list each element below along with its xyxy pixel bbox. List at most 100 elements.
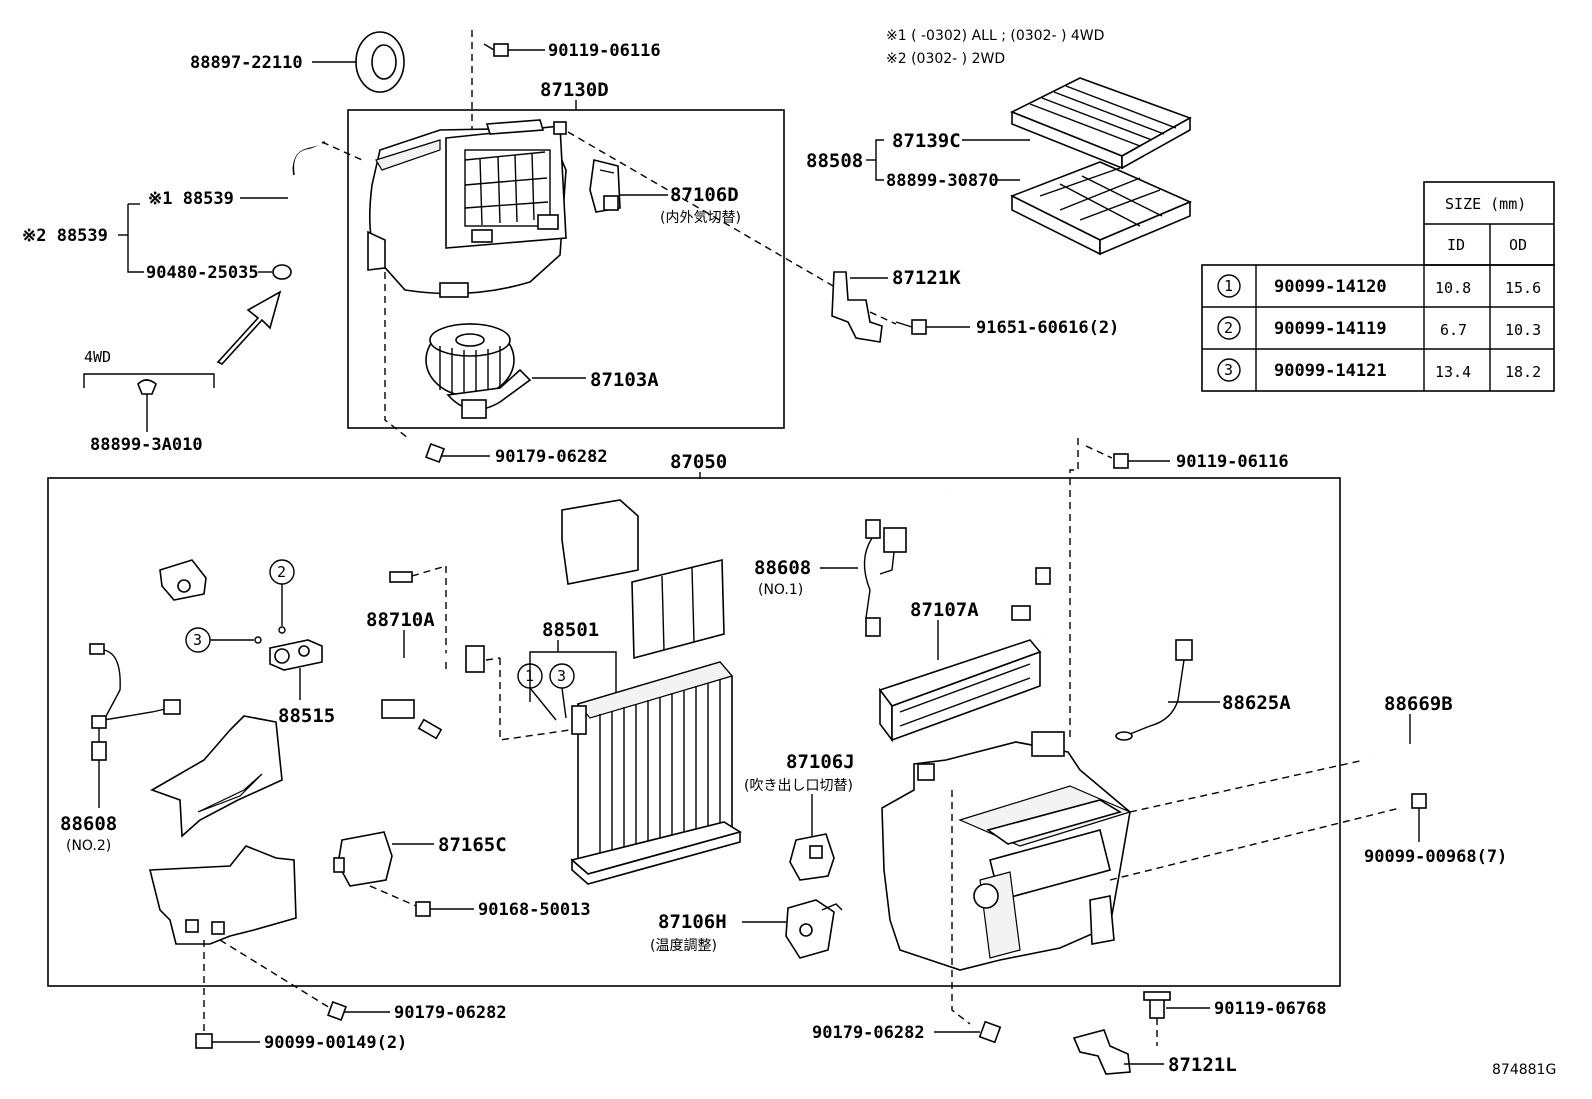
label-90119-06768: 90119-06768 bbox=[1214, 999, 1327, 1019]
expansion-valve-part bbox=[159, 559, 207, 601]
label-90179-06282-bottom-right: 90179-06282 bbox=[812, 1023, 925, 1043]
size-table-col-id: ID bbox=[1447, 236, 1465, 254]
expansion-valve-block bbox=[269, 639, 323, 671]
blower-resistor bbox=[333, 831, 393, 887]
label-88608-no2: 88608 bbox=[60, 813, 117, 835]
label-88608-no1: 88608 bbox=[754, 557, 811, 579]
clamp-icon bbox=[1411, 793, 1427, 809]
clip-icon bbox=[137, 379, 157, 395]
bracket-87121L bbox=[1072, 1029, 1131, 1075]
screw-icon bbox=[895, 319, 927, 335]
label-90179-06282-bottom-left: 90179-06282 bbox=[394, 1003, 507, 1023]
label-88899-30870: 88899-30870 bbox=[886, 171, 999, 191]
blower-motor bbox=[425, 323, 532, 419]
screw-icon bbox=[389, 571, 413, 583]
label-88669B: 88669B bbox=[1384, 693, 1453, 715]
duct-bracket-part bbox=[148, 845, 297, 945]
air-duct-part bbox=[150, 715, 283, 838]
servo-motor-icon bbox=[785, 899, 843, 959]
note-1: ※1 ( -0302) ALL ; (0302- ) 4WD bbox=[886, 28, 1104, 44]
callout-1: 1 bbox=[525, 667, 534, 685]
clamp-icon bbox=[272, 264, 292, 280]
label-88515: 88515 bbox=[278, 705, 335, 727]
drain-hose bbox=[1368, 751, 1441, 801]
heater-core bbox=[878, 491, 1053, 743]
label-87121K: 87121K bbox=[892, 267, 961, 289]
nut-icon bbox=[425, 443, 445, 463]
size-table-row-od: 10.3 bbox=[1505, 321, 1541, 339]
label-4wd: 4WD bbox=[84, 348, 111, 366]
bracket-87121K bbox=[831, 271, 883, 343]
label-87106D: 87106D bbox=[670, 184, 739, 206]
label-91651-60616: 91651-60616(2) bbox=[976, 318, 1119, 338]
nut-icon bbox=[978, 1020, 1002, 1044]
arrow-icon bbox=[216, 290, 282, 365]
label-88539-note2: ※2 88539 bbox=[22, 226, 108, 246]
air-conditioning-unit-frame bbox=[47, 477, 1341, 987]
label-87103A: 87103A bbox=[590, 369, 659, 391]
screw-icon bbox=[417, 718, 443, 740]
label-87130D: 87130D bbox=[540, 79, 609, 101]
label-88897-22110: 88897-22110 bbox=[190, 53, 303, 73]
label-87139C: 87139C bbox=[892, 130, 961, 152]
seal-part bbox=[355, 31, 405, 93]
size-table-row-od: 15.6 bbox=[1505, 279, 1541, 297]
drain-hose bbox=[275, 139, 326, 260]
insulator-pad bbox=[561, 499, 639, 585]
label-88501: 88501 bbox=[542, 619, 599, 641]
insulator-pad bbox=[631, 558, 725, 660]
size-table-row-part: 90099-14120 bbox=[1274, 277, 1387, 297]
label-90480-25035: 90480-25035 bbox=[146, 263, 259, 283]
label-88899-3A010: 88899-3A010 bbox=[90, 435, 203, 455]
size-table-row-part: 90099-14119 bbox=[1274, 319, 1387, 339]
wire-harness-no2 bbox=[89, 643, 181, 761]
servo-motor-icon bbox=[789, 833, 835, 881]
label-90099-00149: 90099-00149(2) bbox=[264, 1033, 407, 1053]
label-88625A: 88625A bbox=[1222, 692, 1291, 714]
callout-3: 3 bbox=[193, 631, 202, 649]
temperature-sensor bbox=[1115, 639, 1193, 741]
size-table-row-mark: 3 bbox=[1224, 361, 1233, 379]
size-table-row-mark: 1 bbox=[1224, 277, 1233, 295]
servo-motor-icon bbox=[589, 159, 621, 213]
label-88608-no1-sub: (NO.1) bbox=[758, 582, 803, 598]
label-87106H: 87106H bbox=[658, 911, 727, 933]
diagram-code: 874881G bbox=[1492, 1062, 1556, 1078]
callout-2: 2 bbox=[277, 563, 286, 581]
nut-icon bbox=[327, 1001, 347, 1021]
heater-case bbox=[881, 731, 1132, 971]
label-88508: 88508 bbox=[806, 150, 863, 172]
size-table: SIZE (mm) ID OD 1 90099-14120 10.8 15.6 … bbox=[1201, 181, 1555, 392]
screw-icon bbox=[415, 901, 431, 917]
label-90099-00968: 90099-00968(7) bbox=[1364, 847, 1507, 867]
bolt-icon bbox=[1143, 991, 1171, 1019]
label-90119-06116-top: 90119-06116 bbox=[548, 41, 661, 61]
air-filter bbox=[1010, 77, 1192, 170]
label-90168-50013: 90168-50013 bbox=[478, 900, 591, 920]
evaporator-tray bbox=[570, 821, 742, 885]
evaporator-core bbox=[571, 661, 734, 877]
bolt-icon bbox=[1113, 453, 1129, 469]
label-87106D-function: (内外気切替) bbox=[660, 210, 741, 226]
label-87106H-function: (温度調整) bbox=[650, 938, 717, 954]
bolt-icon bbox=[195, 1033, 213, 1049]
size-table-row-mark: 2 bbox=[1224, 319, 1233, 337]
label-87106J-function: (吹き出し口切替) bbox=[744, 778, 853, 794]
label-88539-note1: ※1 88539 bbox=[148, 189, 234, 209]
blower-assembly-frame bbox=[347, 109, 785, 429]
label-87050: 87050 bbox=[670, 451, 727, 473]
size-table-row-id: 6.7 bbox=[1440, 321, 1467, 339]
size-table-header: SIZE (mm) bbox=[1445, 195, 1526, 213]
size-table-row-id: 10.8 bbox=[1435, 279, 1471, 297]
label-88710A: 88710A bbox=[366, 609, 435, 631]
label-90119-06116-right: 90119-06116 bbox=[1176, 452, 1289, 472]
label-88608-no2-sub: (NO.2) bbox=[66, 838, 111, 854]
size-table-col-od: OD bbox=[1509, 236, 1527, 254]
label-87121L: 87121L bbox=[1168, 1054, 1237, 1076]
note-2: ※2 (0302- ) 2WD bbox=[886, 51, 1005, 67]
label-90179-06282-blower: 90179-06282 bbox=[495, 447, 608, 467]
label-87165C: 87165C bbox=[438, 834, 507, 856]
size-table-row-part: 90099-14121 bbox=[1274, 361, 1387, 381]
